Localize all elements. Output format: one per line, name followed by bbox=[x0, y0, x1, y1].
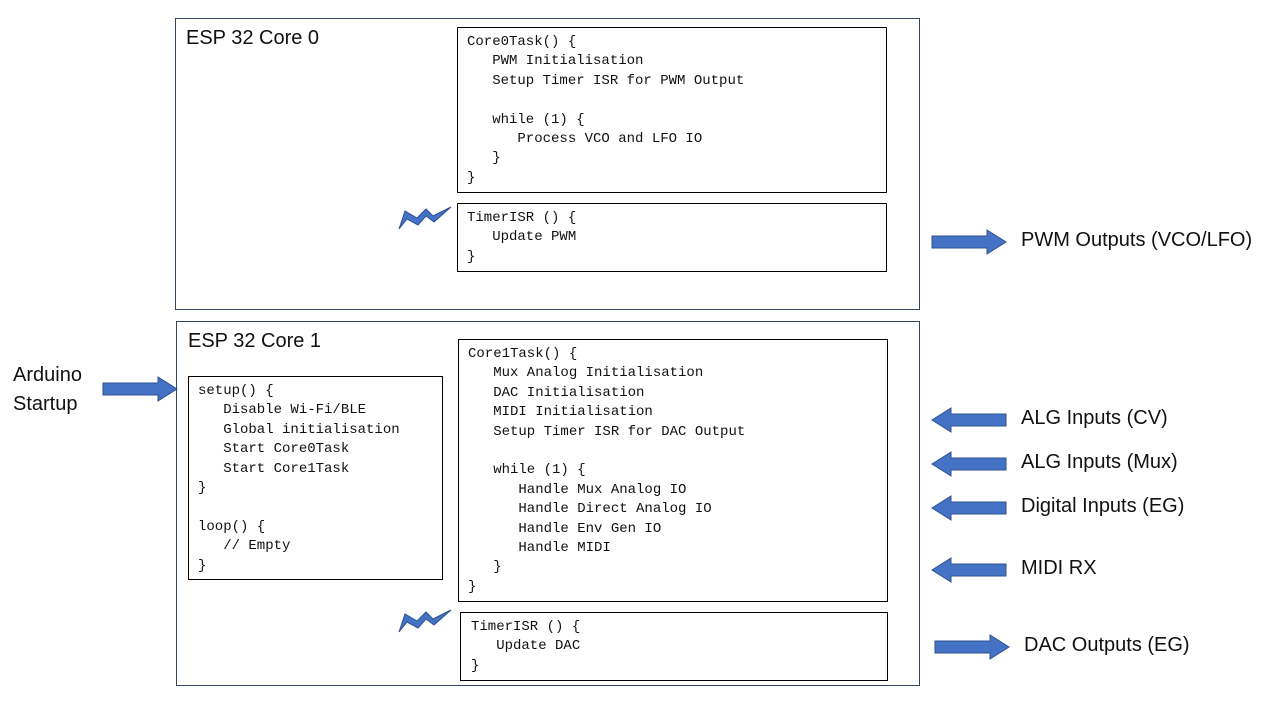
code-line: } bbox=[198, 557, 207, 574]
code-line: Global initialisation bbox=[198, 421, 400, 438]
lightning-bolt-icon bbox=[398, 609, 452, 633]
alg-cv-input-arrow-icon bbox=[931, 407, 1007, 433]
code-line: PWM Initialisation bbox=[467, 53, 644, 70]
midi-rx-arrow-icon bbox=[931, 557, 1007, 583]
code-line: } bbox=[467, 150, 501, 167]
code-line bbox=[198, 498, 433, 517]
lightning-bolt-icon bbox=[398, 206, 452, 230]
code-line: Disable Wi-Fi/BLE bbox=[198, 402, 367, 419]
code-line: } bbox=[467, 248, 476, 265]
pwm-outputs-label: PWM Outputs (VCO/LFO) bbox=[1021, 229, 1253, 251]
code-line bbox=[468, 442, 878, 461]
code-line: } bbox=[471, 657, 480, 674]
code-line: Core1Task() { bbox=[468, 346, 578, 362]
dac-output-arrow-icon bbox=[934, 634, 1010, 660]
code-line: TimerISR () { bbox=[467, 210, 577, 226]
dac-outputs-eg-label: DAC Outputs (EG) bbox=[1024, 634, 1190, 656]
code-line: MIDI Initialisation bbox=[468, 404, 653, 421]
alg-mux-input-arrow-icon bbox=[931, 451, 1007, 477]
code-line: Handle MIDI bbox=[468, 539, 611, 556]
code-line: } bbox=[468, 559, 502, 576]
alg-inputs-mux-label: ALG Inputs (Mux) bbox=[1021, 451, 1178, 473]
code-line: Setup Timer ISR for PWM Output bbox=[467, 72, 745, 89]
code-line: loop() { bbox=[198, 518, 266, 535]
pwm-output-arrow-icon bbox=[931, 229, 1007, 255]
code-line: Process VCO and LFO IO bbox=[467, 130, 703, 147]
code-line: DAC Initialisation bbox=[468, 384, 645, 401]
code-line: TimerISR () { bbox=[471, 619, 581, 635]
code-line: Update PWM bbox=[467, 229, 577, 246]
code-line: // Empty bbox=[198, 538, 291, 555]
code-line: Handle Direct Analog IO bbox=[468, 501, 712, 518]
arduino-startup-label: Arduino Startup bbox=[13, 361, 82, 419]
startup-line1: Arduino bbox=[13, 364, 82, 386]
code-line: Core0Task() { bbox=[467, 34, 577, 50]
code-line: Start Core1Task bbox=[198, 460, 350, 477]
code-line: } bbox=[468, 578, 477, 595]
code-line: Setup Timer ISR for DAC Output bbox=[468, 423, 746, 440]
core0-task-code: Core0Task() { PWM Initialisation Setup T… bbox=[457, 27, 887, 193]
code-line: setup() { bbox=[198, 383, 274, 399]
code-line: Start Core0Task bbox=[198, 441, 350, 458]
code-line: Handle Mux Analog IO bbox=[468, 481, 687, 498]
core1-task-code: Core1Task() { Mux Analog Initialisation … bbox=[458, 339, 888, 602]
code-line: while (1) { bbox=[467, 111, 585, 128]
code-line: Mux Analog Initialisation bbox=[468, 365, 704, 382]
digital-input-arrow-icon bbox=[931, 495, 1007, 521]
startup-arrow-icon bbox=[102, 376, 178, 402]
core1-title: ESP 32 Core 1 bbox=[188, 330, 322, 352]
core0-title: ESP 32 Core 0 bbox=[186, 27, 320, 49]
code-line bbox=[467, 91, 877, 110]
core1-isr-code: TimerISR () { Update DAC} bbox=[460, 612, 888, 681]
setup-loop-code: setup() { Disable Wi-Fi/BLE Global initi… bbox=[188, 376, 443, 580]
startup-line2: Startup bbox=[13, 393, 78, 415]
code-line: while (1) { bbox=[468, 462, 586, 479]
code-line: } bbox=[467, 169, 476, 186]
code-line: Handle Env Gen IO bbox=[468, 520, 662, 537]
code-line: Update DAC bbox=[471, 638, 581, 655]
midi-rx-label: MIDI RX bbox=[1021, 557, 1097, 579]
core0-isr-code: TimerISR () { Update PWM} bbox=[457, 203, 887, 272]
code-line: } bbox=[198, 479, 207, 496]
alg-inputs-cv-label: ALG Inputs (CV) bbox=[1021, 407, 1168, 429]
digital-inputs-eg-label: Digital Inputs (EG) bbox=[1021, 495, 1185, 517]
